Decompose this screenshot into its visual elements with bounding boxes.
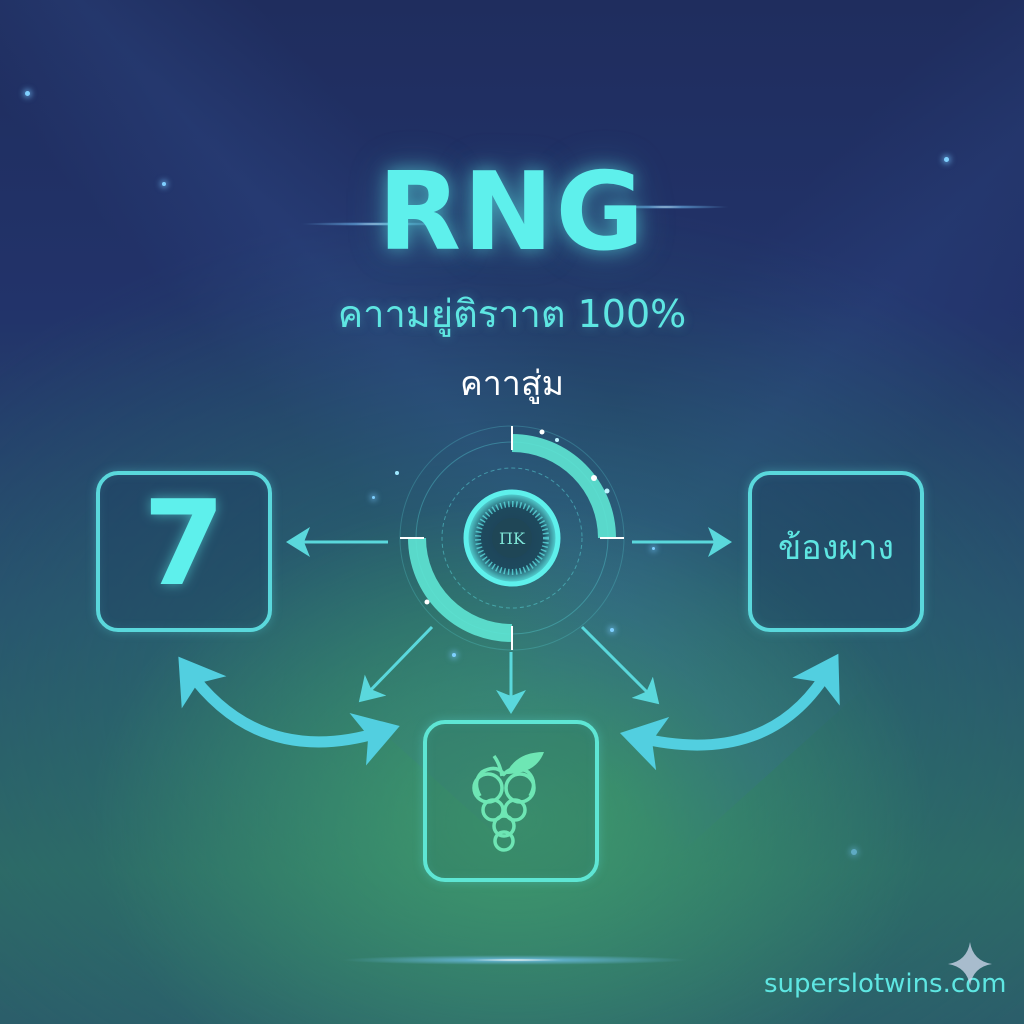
sparkle-star-icon [948,942,992,986]
seven-symbol: 7 [142,473,226,612]
grapes-icon [472,752,544,852]
lens-flare-left [300,222,450,226]
sparkle [25,91,30,96]
svg-text:ΠK: ΠK [499,529,526,548]
sparkle [372,496,375,499]
sparkle [162,182,166,186]
sparkle [652,547,655,550]
node-bonus: ข้องผาง [748,471,924,632]
bottom-glow [340,955,690,965]
page-title: RNG [377,150,647,275]
sparkle [610,628,614,632]
sparkle [851,849,857,855]
curved-arrow-right [619,653,840,771]
subtitle: คาามยู่ติราาต 100% [337,292,687,336]
rng-dial-icon: ΠK [395,425,625,651]
node-fruit [423,720,599,882]
lens-flare-right [600,205,730,209]
node-lucky-seven: 7 [96,471,272,632]
arrow-down-left [358,625,434,703]
bonus-label: ข้องผาง [778,527,894,568]
sparkle [944,157,949,162]
caption: คาาสู่ม [459,364,565,404]
curved-arrow-left [178,656,400,766]
sparkle [452,653,456,657]
arrow-down-right [580,625,660,705]
